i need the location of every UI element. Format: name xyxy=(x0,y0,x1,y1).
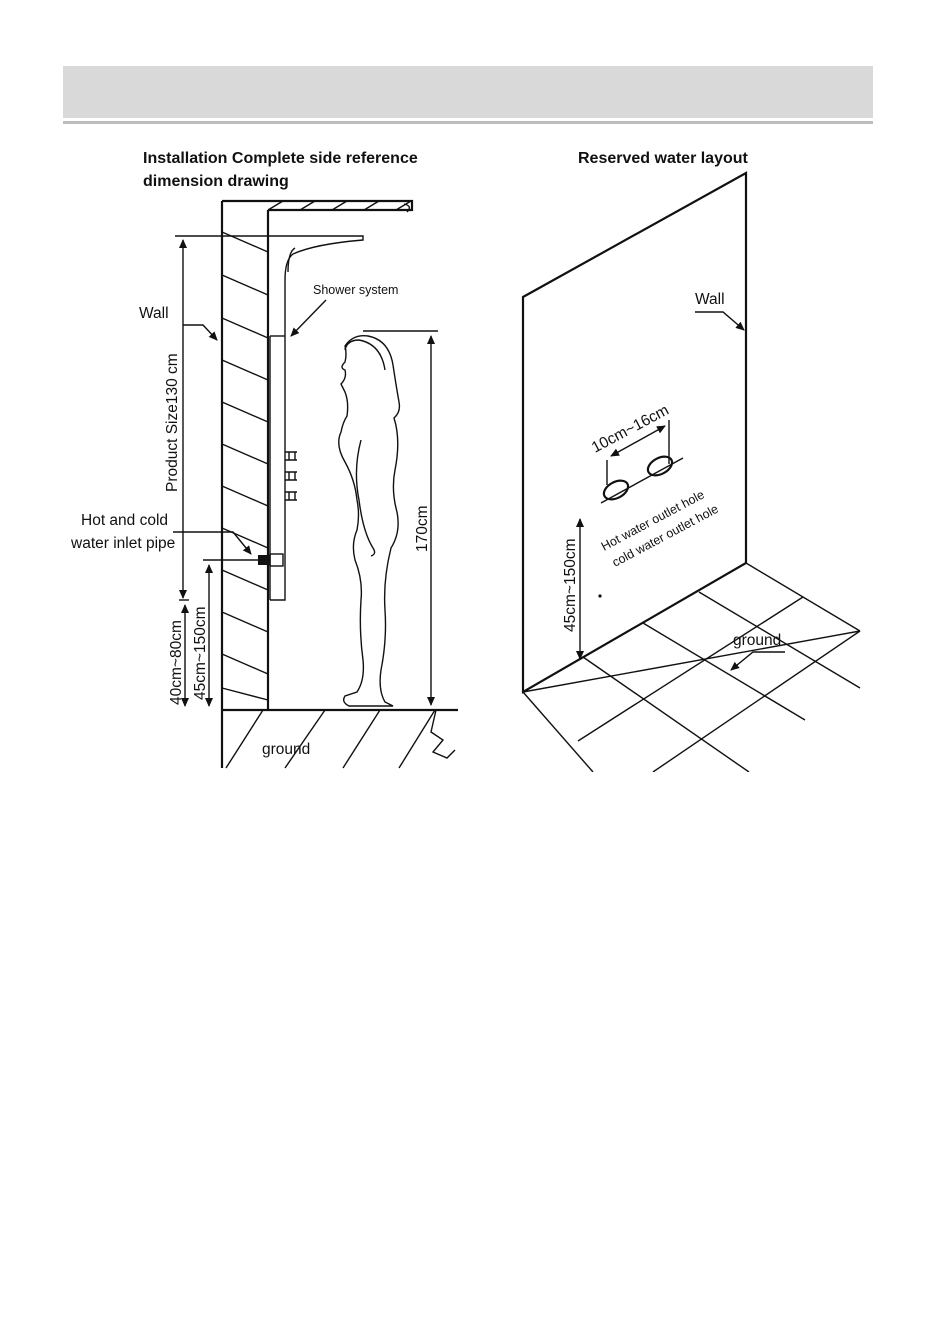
inlet-fitting xyxy=(258,555,270,565)
hot-outlet-hole xyxy=(601,477,631,503)
pipe-label-line1: Hot and cold xyxy=(81,512,168,529)
dim-40-80-label: 40cm~80cm xyxy=(168,620,185,705)
right-height-label: 45cm~150cm xyxy=(562,539,579,632)
dim-45-150-label: 45cm~150cm xyxy=(192,607,209,700)
person-silhouette xyxy=(339,336,400,706)
left-diagram: Installation Complete side reference dim… xyxy=(70,150,458,768)
right-wall-label: Wall xyxy=(695,291,725,308)
right-diagram: Reserved water layout Wall ground 10 xyxy=(523,150,860,772)
height-170-label: 170cm xyxy=(414,505,431,552)
left-title-line2: dimension drawing xyxy=(143,173,289,190)
installation-figure: Installation Complete side reference dim… xyxy=(63,140,873,772)
header-rule xyxy=(63,121,873,124)
floor: ground xyxy=(222,710,458,768)
left-title-line1: Installation Complete side reference xyxy=(143,150,418,167)
shower-system-label: Shower system xyxy=(313,283,398,297)
left-ground-label: ground xyxy=(262,741,310,758)
right-title: Reserved water layout xyxy=(578,150,749,167)
cold-outlet-hole xyxy=(645,453,675,479)
right-ground-label: ground xyxy=(733,632,781,649)
product-size-label: Product Size130 cm xyxy=(164,353,181,492)
pipe-label-line2: water inlet pipe xyxy=(70,535,175,552)
outlet-holes: 10cm~16cm Hot water outlet hole cold wat… xyxy=(589,402,721,598)
header-band xyxy=(63,66,873,118)
figure-svg: Installation Complete side reference dim… xyxy=(63,140,873,772)
left-wall-label: Wall xyxy=(139,305,169,322)
